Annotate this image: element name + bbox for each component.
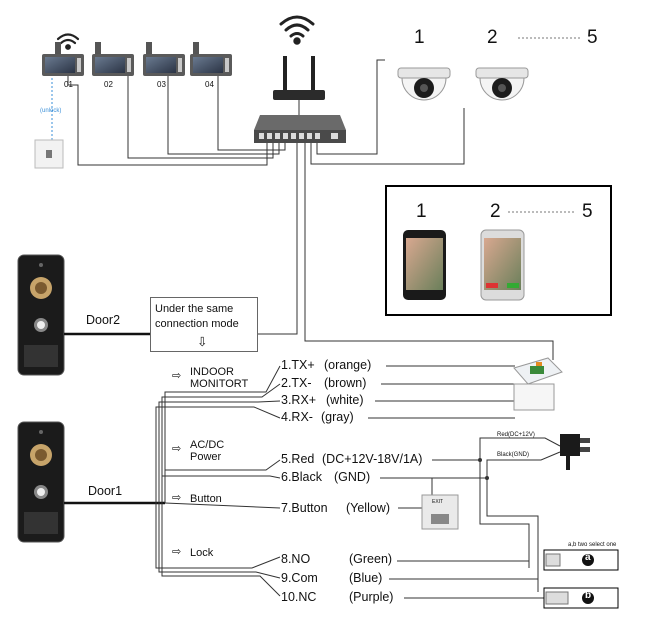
power-adapter-icon	[560, 434, 590, 470]
lock-select-note: a,b two select one	[568, 542, 617, 548]
router-wifi-icon	[279, 15, 315, 45]
wire-3-name: 3.RX+	[281, 393, 317, 407]
monitor-label-03: 03	[157, 80, 166, 89]
hollow-arrow-icon: ⇨	[172, 546, 182, 558]
lock-a-label: a	[585, 552, 591, 563]
wire-5-color: (DC+12V-18V/1A)	[322, 452, 423, 466]
door-station-icons	[17, 254, 65, 543]
unlock-switch-icon	[34, 139, 64, 169]
hollow-arrow-icon: ⇨	[172, 443, 182, 455]
network-switch-icon	[254, 115, 346, 143]
camera-number-2: 2	[487, 27, 498, 48]
wire-8-color: (Green)	[349, 552, 393, 566]
down-arrow-icon: ⇩	[197, 335, 208, 349]
door2-label: Door2	[86, 313, 121, 327]
lock-a-icon	[543, 549, 619, 571]
exit-button-label: EXIT	[432, 499, 444, 505]
indoor-monitor-icons	[42, 42, 232, 76]
camera-number-5: 5	[587, 27, 598, 48]
connection-mode-box: Under the same connection mode ⇩	[150, 297, 258, 352]
group-label-lock: Lock	[190, 547, 214, 559]
rj45-connector-icon	[513, 357, 563, 411]
unlock-label: (unlock)	[40, 108, 62, 114]
lock-b-label: b	[585, 590, 592, 601]
router-icon	[273, 56, 325, 100]
wire-6-name: 6.Black	[281, 470, 322, 484]
wire-2-color: (brown)	[324, 376, 367, 390]
group-label-indoor: INDOOR	[190, 366, 234, 378]
camera-number-1: 1	[414, 27, 425, 48]
phone-number-2: 2	[490, 201, 501, 222]
hollow-arrow-icon: ⇨	[172, 492, 182, 504]
wire-10-name: 10.NC	[281, 590, 317, 604]
wire-5-name: 5.Red	[281, 452, 315, 466]
phone-icons	[403, 229, 525, 301]
monitor-label-01: 01	[64, 80, 73, 89]
wire-10-color: (Purple)	[349, 590, 394, 604]
monitor-label-04: 04	[205, 80, 214, 89]
phone-panel-frame	[385, 185, 612, 316]
adapter-red-label: Red(DC+12V)	[497, 432, 535, 438]
wire-3-color: (white)	[326, 393, 364, 407]
camera-icons	[397, 67, 529, 101]
monitor-label-02: 02	[104, 80, 113, 89]
group-label-button: Button	[190, 493, 222, 505]
wire-9-name: 9.Com	[281, 571, 318, 585]
group-label-monitor: MONITORT	[190, 378, 249, 390]
wire-8-name: 8.NO	[281, 552, 311, 566]
exit-button-icon	[421, 494, 459, 530]
note-line-2: connection mode	[155, 318, 239, 330]
note-line-1: Under the same	[155, 303, 234, 315]
wire-1-name: 1.TX+	[281, 358, 315, 372]
wire-1-color: (orange)	[324, 358, 372, 372]
wire-4-color: (gray)	[321, 410, 354, 424]
wifi-icon	[56, 33, 80, 50]
wire-2-name: 2.TX-	[281, 376, 312, 390]
wire-7-color: (Yellow)	[346, 501, 391, 515]
lock-b-icon	[543, 587, 619, 609]
adapter-black-label: Black(GND)	[497, 452, 530, 458]
phone-number-5: 5	[582, 201, 593, 222]
wire-4-name: 4.RX-	[281, 410, 313, 424]
wire-7-name: 7.Button	[281, 501, 328, 515]
wire-9-color: (Blue)	[349, 571, 383, 585]
phone-number-1: 1	[416, 201, 427, 222]
hollow-arrow-icon: ⇨	[172, 370, 182, 382]
group-label-acdc: AC/DC	[190, 439, 225, 451]
wire-6-color: (GND)	[334, 470, 371, 484]
group-label-power: Power	[190, 451, 222, 463]
door1-label: Door1	[88, 484, 123, 498]
